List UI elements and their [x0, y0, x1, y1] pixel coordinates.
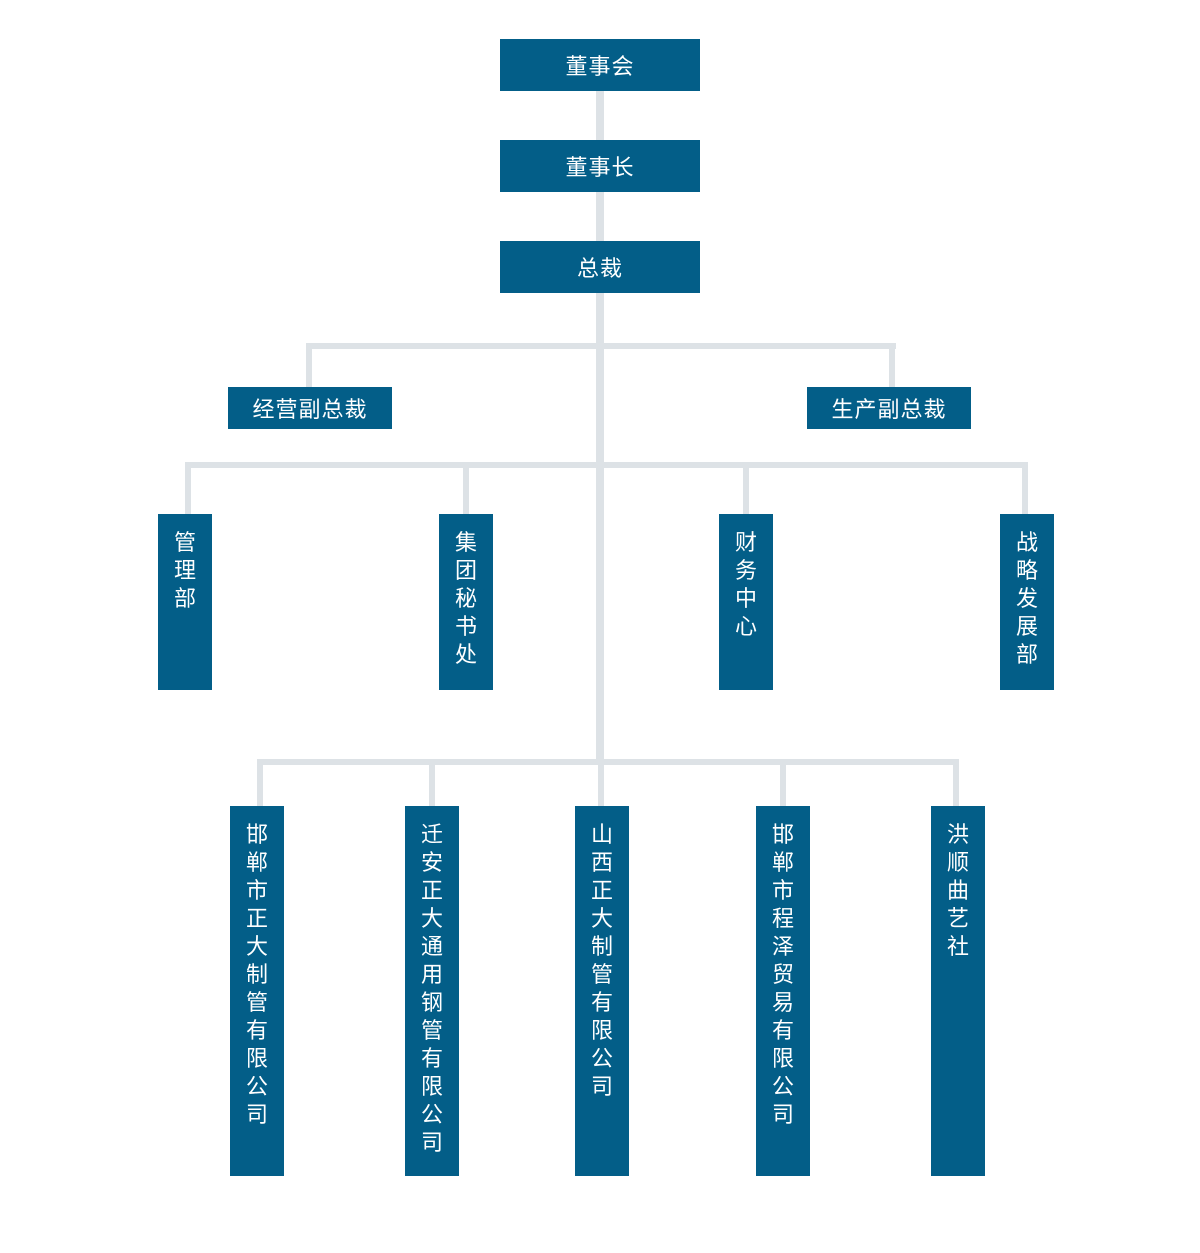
president-label: 总裁 [576, 257, 623, 282]
department-label-3: 财务中心 [734, 531, 757, 640]
vp-branch-line [306, 343, 896, 349]
company-drop-line-5 [953, 759, 959, 808]
company-node-5: 洪顺曲艺社 [931, 806, 985, 1176]
company-drop-line-4 [780, 759, 786, 808]
department-drop-line-1 [185, 462, 191, 516]
department-drop-line-3 [743, 462, 749, 516]
vp-operations-label: 经营副总裁 [252, 398, 368, 423]
department-node-3: 财务中心 [719, 514, 773, 690]
chairman-label: 董事长 [565, 156, 635, 181]
company-node-1: 邯郸市正大制管有限公司 [230, 806, 284, 1176]
trunk-line [596, 90, 604, 764]
company-node-2: 迁安正大通用钢管有限公司 [405, 806, 459, 1176]
vp-production-label: 生产副总裁 [831, 398, 947, 423]
company-label-5: 洪顺曲艺社 [946, 823, 969, 960]
company-node-4: 邯郸市程泽贸易有限公司 [756, 806, 810, 1176]
department-node-1: 管理部 [158, 514, 212, 690]
vp-production-node: 生产副总裁 [807, 387, 971, 429]
company-label-1: 邯郸市正大制管有限公司 [245, 823, 268, 1128]
department-label-2: 集团秘书处 [454, 531, 477, 668]
company-node-3: 山西正大制管有限公司 [575, 806, 629, 1176]
company-label-2: 迁安正大通用钢管有限公司 [420, 823, 443, 1156]
vp-operations-node: 经营副总裁 [228, 387, 392, 429]
company-label-4: 邯郸市程泽贸易有限公司 [771, 823, 794, 1128]
president-node: 总裁 [500, 241, 700, 293]
department-label-1: 管理部 [173, 531, 196, 612]
chairman-node: 董事长 [500, 140, 700, 192]
company-label-3: 山西正大制管有限公司 [590, 823, 613, 1100]
company-branch-line [257, 759, 959, 765]
vp-left-drop-line [306, 343, 312, 389]
department-drop-line-2 [463, 462, 469, 516]
department-node-4: 战略发展部 [1000, 514, 1054, 690]
department-label-4: 战略发展部 [1015, 531, 1038, 668]
company-drop-line-3 [598, 759, 604, 808]
department-drop-line-4 [1022, 462, 1028, 516]
department-node-2: 集团秘书处 [439, 514, 493, 690]
company-drop-line-1 [257, 759, 263, 808]
board-label: 董事会 [565, 55, 635, 80]
board-node: 董事会 [500, 39, 700, 91]
company-drop-line-2 [429, 759, 435, 808]
vp-right-drop-line [889, 343, 895, 389]
department-branch-line [185, 462, 1028, 468]
